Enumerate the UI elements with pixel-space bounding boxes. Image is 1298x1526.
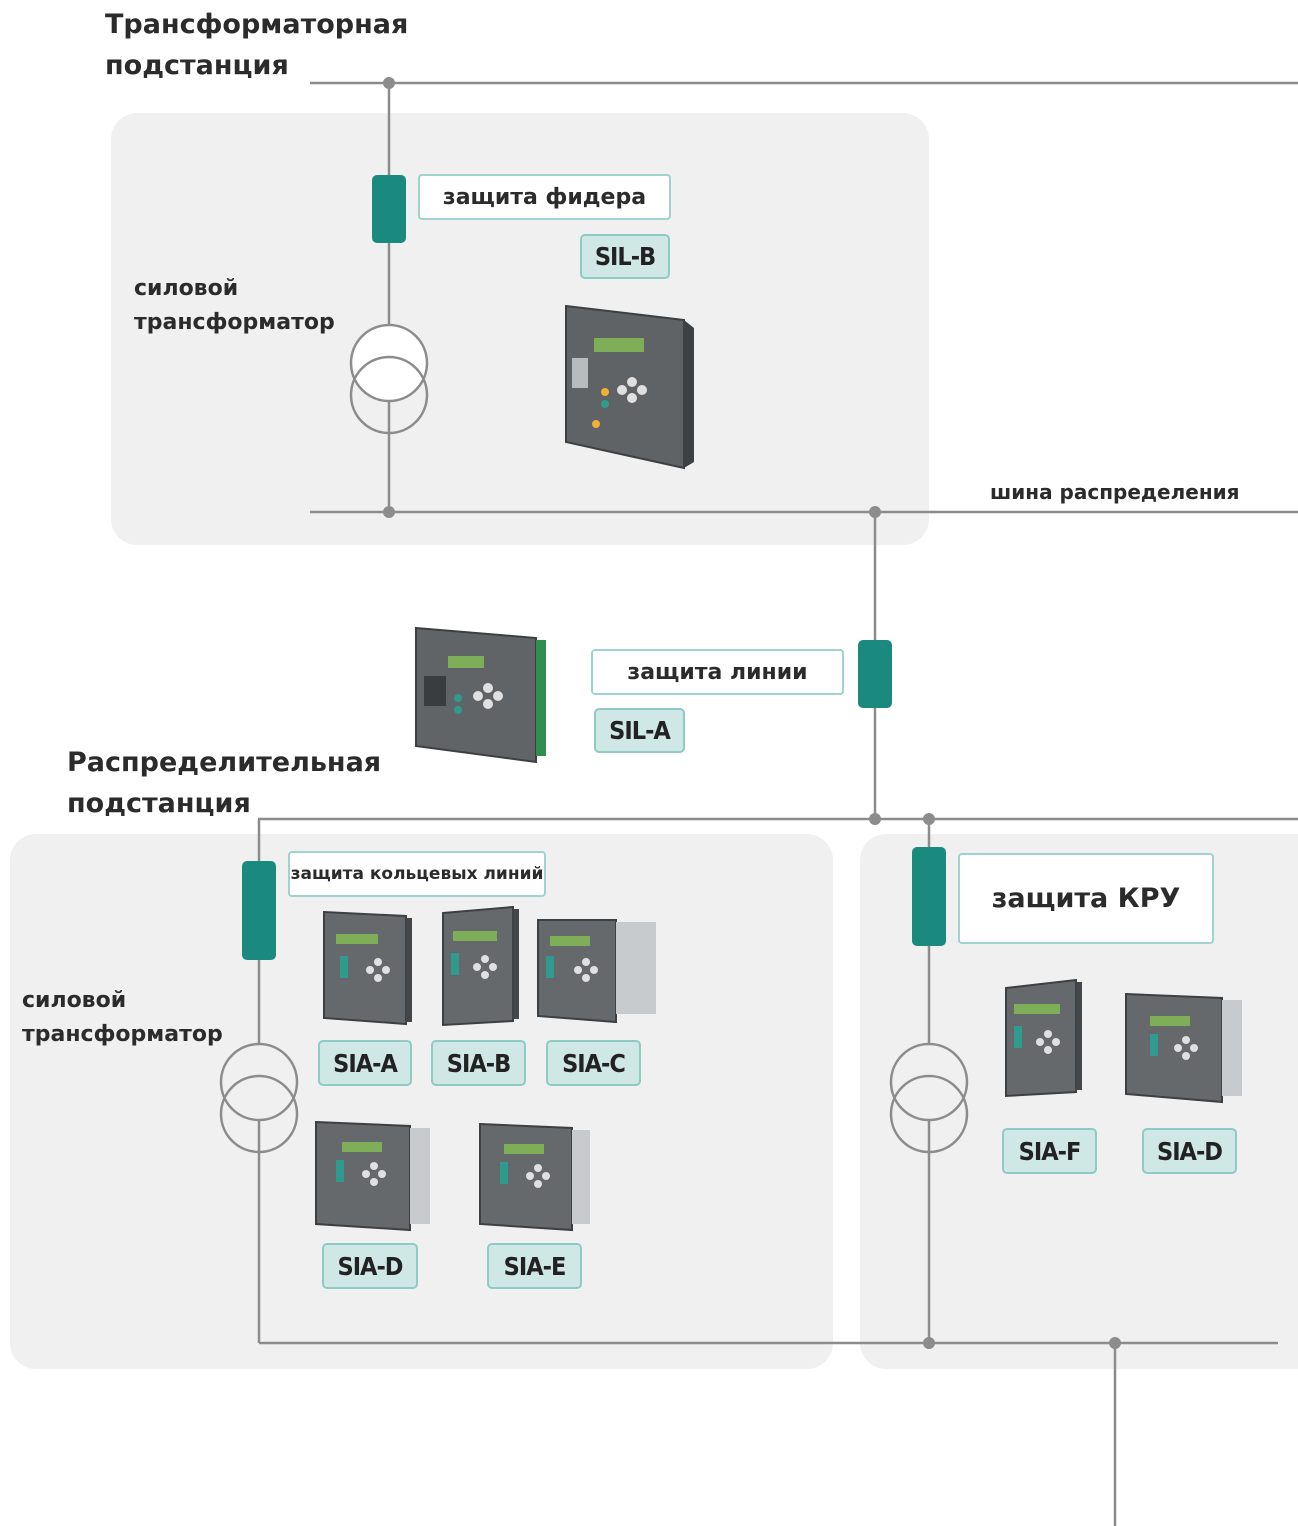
device-tag-sia-c: SIA-C: [546, 1040, 641, 1086]
relay-device-image: [442, 905, 519, 1027]
device-tag-sil-b: SIL-B: [580, 234, 670, 279]
relay-device-image: [479, 1122, 590, 1232]
device-tag-sia-d: SIA-D: [1142, 1128, 1237, 1174]
junction-dot: [869, 506, 881, 518]
line-protection-box: защита линии: [591, 649, 844, 695]
device-tag-sia-f: SIA-F: [1002, 1128, 1097, 1174]
relay-device-image: [415, 626, 546, 764]
breaker-switchgear: [912, 847, 946, 946]
power-transformer-label: силовой трансформатор: [134, 276, 335, 335]
ring-line-protection-box: защита кольцевых линий: [288, 851, 546, 897]
breaker-ring: [242, 861, 276, 960]
device-tag-sia-b: SIA-B: [431, 1040, 526, 1086]
transformer-substation-title: Трансформаторная подстанция: [105, 9, 409, 81]
junction-dot: [923, 1337, 935, 1349]
switchgear-protection-box: защита КРУ: [958, 853, 1214, 944]
breaker-feeder: [372, 175, 406, 243]
relay-device-image: [323, 910, 412, 1026]
junction-dot: [383, 77, 395, 89]
junction-dot: [383, 506, 395, 518]
feeder-protection-box: защита фидера: [418, 174, 671, 220]
relay-device-image: [1005, 978, 1082, 1098]
device-tag-sia-e: SIA-E: [487, 1243, 582, 1289]
relay-device-image: [1125, 992, 1242, 1104]
distribution-bus-label: шина распределения: [990, 480, 1240, 504]
power-transformer-label: силовой трансформатор: [22, 988, 223, 1047]
relay-device-image: [315, 1120, 430, 1232]
junction-dot: [923, 813, 935, 825]
distribution-substation-panel: [10, 834, 833, 1369]
breaker-line: [858, 640, 892, 708]
device-tag-sia-a: SIA-A: [318, 1040, 412, 1086]
device-tag-sia-d: SIA-D: [322, 1243, 418, 1289]
transformer-symbol-switchgear: [889, 1042, 969, 1154]
transformer-symbol-bottom: [219, 1042, 299, 1154]
relay-device-image: [565, 304, 694, 470]
relay-device-image: [537, 919, 656, 1024]
junction-dot: [869, 813, 881, 825]
transformer-symbol-top: [349, 323, 429, 435]
junction-dot: [1109, 1337, 1121, 1349]
device-tag-sil-a: SIL-A: [594, 708, 685, 753]
distribution-substation-title: Распределительная подстанция: [67, 747, 382, 819]
